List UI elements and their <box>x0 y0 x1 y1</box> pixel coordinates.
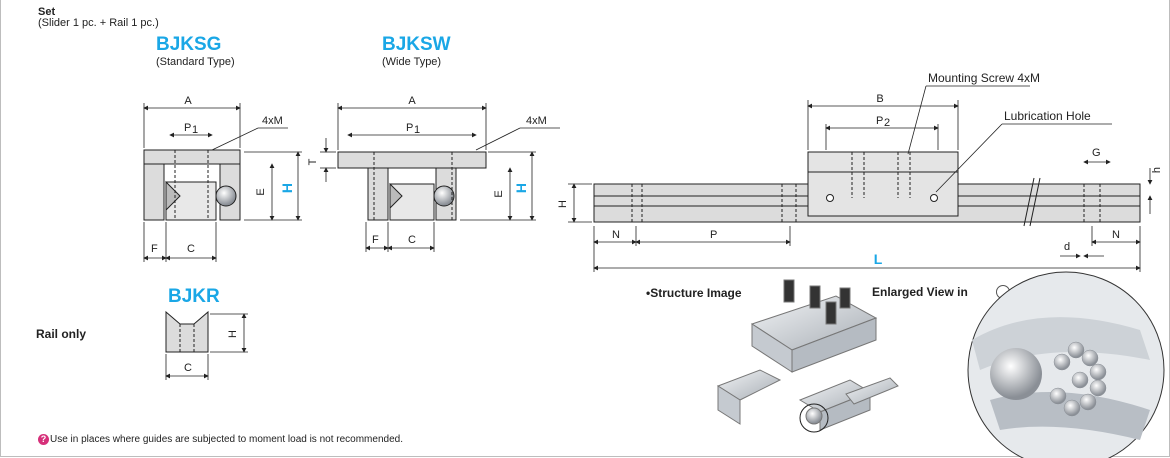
set-subtitle: (Slider 1 pc. + Rail 1 pc.) <box>38 17 159 29</box>
bjksw-front-view <box>337 151 487 221</box>
dim-h: h <box>1151 167 1163 173</box>
dim-B: B <box>876 93 883 105</box>
dim-F-standard: F <box>151 243 158 255</box>
type-code-standard: BJKSG <box>156 34 222 55</box>
dim-P2-sub: 2 <box>884 117 890 129</box>
dim-G: G <box>1092 147 1101 159</box>
rail-only-label: Rail only <box>36 327 87 341</box>
dim-L: L <box>874 251 883 267</box>
dim-C-wide: C <box>408 234 416 246</box>
structure-image <box>716 279 899 433</box>
set-title: Set <box>38 6 56 18</box>
dim-P1-wide: P <box>406 122 413 134</box>
dim-H1-rail: H <box>227 330 239 338</box>
bjksg-front-view <box>143 149 241 221</box>
dim-N-left: N <box>612 229 620 241</box>
dim-P1-sub-wide: 1 <box>414 124 420 136</box>
type-desc-standard: (Standard Type) <box>156 56 235 68</box>
dim-H1-side: H <box>557 200 569 208</box>
mounting-screw-callout: Mounting Screw 4xM <box>928 71 1040 85</box>
bjksg-dimensions <box>143 103 302 262</box>
side-view-dimensions <box>568 85 1153 272</box>
dim-4xM-standard: 4xM <box>262 115 283 127</box>
type-desc-wide: (Wide Type) <box>382 56 442 68</box>
dim-P1-standard: P <box>184 122 191 134</box>
type-code-wide: BJKSW <box>382 34 451 55</box>
enlarged-view-image <box>967 271 1165 458</box>
rail-code: BJKR <box>168 286 220 307</box>
enlarged-view-label: Enlarged View in <box>872 285 968 299</box>
dim-C-standard: C <box>187 243 195 255</box>
bjkr-rail-view <box>165 310 209 353</box>
dim-F-wide: F <box>372 234 379 246</box>
dim-H-wide: H <box>513 183 529 193</box>
dim-C-rail: C <box>184 362 192 374</box>
dim-E-standard: E <box>255 188 267 195</box>
warning-icon: ? <box>38 434 49 445</box>
dim-A-wide: A <box>408 95 416 107</box>
dim-4xM-wide: 4xM <box>526 115 547 127</box>
dim-H-standard: H <box>279 183 295 193</box>
dim-d: d <box>1064 241 1070 253</box>
bjksw-dimensions <box>320 103 560 252</box>
dim-T-wide: T <box>307 158 319 165</box>
structure-image-label: •Structure Image <box>646 286 742 300</box>
dim-P: P <box>710 229 717 241</box>
note-text: Use in places where guides are subjected… <box>50 434 403 445</box>
side-view <box>593 151 1141 227</box>
dim-P1-sub-standard: 1 <box>192 124 198 136</box>
dim-P2: P <box>876 115 883 127</box>
dim-E-wide: E <box>493 190 505 197</box>
dim-N-right: N <box>1112 229 1120 241</box>
lubrication-hole-callout: Lubrication Hole <box>1004 109 1091 123</box>
dim-A-standard: A <box>184 95 192 107</box>
bjkr-dimensions <box>165 313 248 380</box>
